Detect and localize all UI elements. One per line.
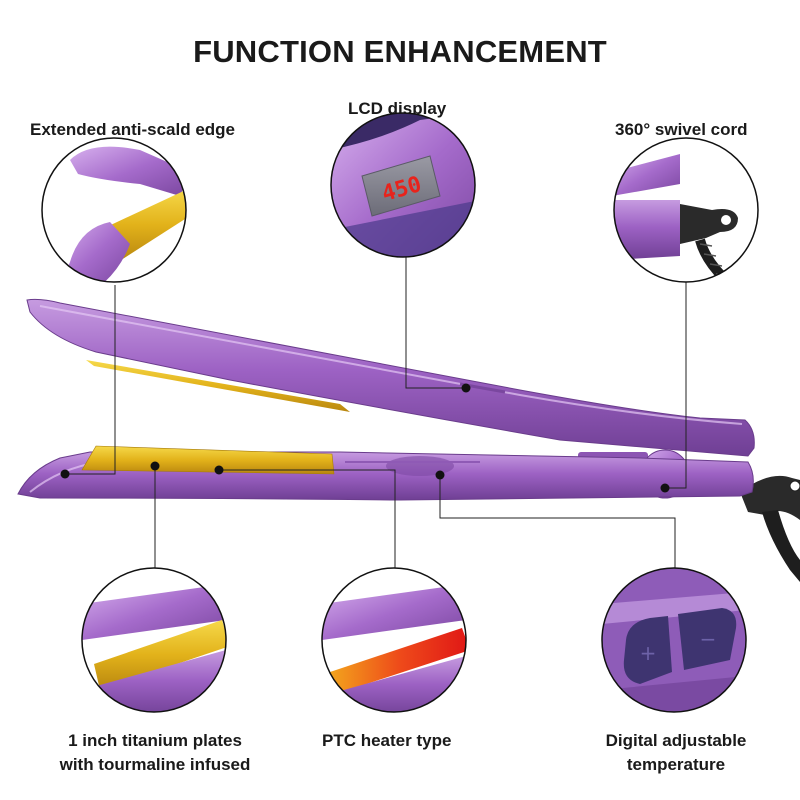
cord-plug [680, 204, 738, 244]
svg-text:+: + [640, 641, 657, 665]
upper-arm [26, 298, 755, 457]
label-digital-temperature: Digital adjustable temperature [588, 729, 764, 777]
plus-button [623, 616, 672, 684]
svg-text:−: − [700, 627, 717, 651]
upper-plate [86, 360, 350, 412]
cord-plug [740, 475, 800, 520]
minus-button [678, 608, 737, 670]
detail-titanium-plates [81, 567, 227, 713]
detail-swivel-cord [613, 137, 759, 283]
label-digital-temperature-line2: temperature [626, 755, 726, 774]
leader-lines [65, 257, 687, 568]
label-ptc-heater: PTC heater type [322, 731, 452, 750]
detail-lcd-display: 450 [330, 112, 476, 258]
lower-plate [81, 445, 335, 475]
cord [762, 510, 800, 582]
lcd-screen [361, 155, 441, 217]
detail-temperature-buttons: + − [601, 567, 747, 713]
hair-straightener [17, 298, 800, 582]
label-anti-scald-edge: Extended anti-scald edge [30, 120, 235, 139]
label-digital-temperature-line1: Digital adjustable [605, 731, 747, 750]
detail-anti-scald-edge [41, 137, 187, 283]
leader-dots [60, 383, 670, 493]
label-swivel-cord: 360° swivel cord [615, 120, 748, 139]
label-titanium-plates-line1: 1 inch titanium plates [68, 731, 242, 750]
page-title: FUNCTION ENHANCEMENT [193, 34, 607, 69]
label-titanium-plates: 1 inch titanium plates with tourmaline i… [50, 729, 260, 777]
label-titanium-plates-line2: with tourmaline infused [59, 755, 251, 774]
detail-ptc-heater [321, 567, 467, 713]
label-lcd-display: LCD display [348, 99, 447, 118]
